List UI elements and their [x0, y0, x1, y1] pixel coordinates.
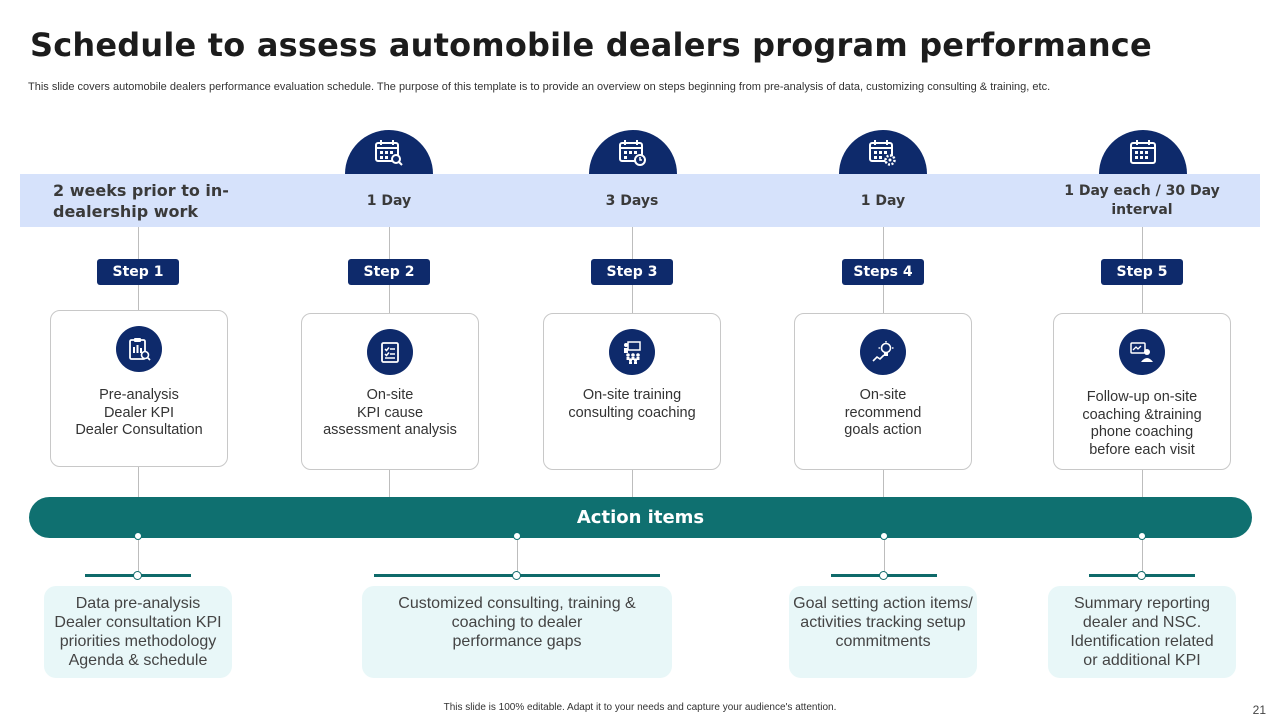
- connector-line: [517, 540, 518, 573]
- connector-dot: [512, 571, 521, 580]
- lightbulb-growth-icon: [860, 329, 906, 375]
- step-card-4: On-site recommend goals action: [794, 313, 972, 470]
- connector-line: [138, 540, 139, 573]
- connector-dot: [513, 532, 521, 540]
- duration-4: 1 Day each / 30 Day interval: [1064, 183, 1220, 218]
- dome-3: [839, 130, 927, 174]
- page-title: Schedule to assess automobile dealers pr…: [30, 26, 1152, 64]
- connector-line: [1142, 540, 1143, 573]
- page-subtitle: This slide covers automobile dealers per…: [28, 81, 1051, 93]
- document-checklist-icon: [367, 329, 413, 375]
- step-card-text-3: On-site training consulting coaching: [568, 387, 696, 421]
- step-label-3: Step 3: [591, 259, 673, 285]
- footer-note: This slide is 100% editable. Adapt it to…: [443, 702, 837, 713]
- step-card-5: Follow-up on-site coaching &training pho…: [1053, 313, 1231, 470]
- connector-dot: [879, 571, 888, 580]
- duration-2: 3 Days: [605, 193, 659, 209]
- connector-dot: [1137, 571, 1146, 580]
- step-label-1: Step 1: [97, 259, 179, 285]
- dome-4: [1099, 130, 1187, 174]
- connector-line: [884, 540, 885, 573]
- action-item-4: Summary reporting dealer and NSC. Identi…: [1048, 586, 1236, 678]
- step-label-5: Step 5: [1101, 259, 1183, 285]
- dome-2: [589, 130, 677, 174]
- band-lead: 2 weeks prior to in-dealership work: [53, 181, 229, 221]
- dome-1: [345, 130, 433, 174]
- action-item-2: Customized consulting, training & coachi…: [362, 586, 672, 678]
- connector-dot: [1138, 532, 1146, 540]
- step-card-text-2: On-site KPI cause assessment analysis: [323, 387, 457, 438]
- step-label-2: Step 2: [348, 259, 430, 285]
- duration-1: 1 Day: [366, 193, 412, 209]
- calendar-search-icon: [375, 140, 403, 166]
- clipboard-chart-search-icon: [116, 326, 162, 372]
- step-card-text-5: Follow-up on-site coaching &training pho…: [1082, 389, 1202, 458]
- step-card-3: On-site training consulting coaching: [543, 313, 721, 470]
- duration-3: 1 Day: [860, 193, 906, 209]
- page-number: 21: [1252, 703, 1266, 717]
- action-item-3: Goal setting action items/ activities tr…: [789, 586, 977, 678]
- connector-dot: [134, 532, 142, 540]
- step-card-2: On-site KPI cause assessment analysis: [301, 313, 479, 470]
- presentation-audience-icon: [609, 329, 655, 375]
- video-call-coaching-icon: [1119, 329, 1165, 375]
- step-card-text-4: On-site recommend goals action: [844, 387, 922, 438]
- action-items-bar: Action items: [29, 497, 1252, 538]
- step-label-4: Steps 4: [842, 259, 924, 285]
- connector-dot: [133, 571, 142, 580]
- step-card-text-1: Pre-analysis Dealer KPI Dealer Consultat…: [75, 387, 203, 438]
- action-item-1: Data pre-analysis Dealer consultation KP…: [44, 586, 232, 678]
- calendar-clock-icon: [619, 140, 646, 166]
- step-card-1: Pre-analysis Dealer KPI Dealer Consultat…: [50, 310, 228, 467]
- calendar-gear-icon: [869, 140, 896, 166]
- connector-dot: [880, 532, 888, 540]
- timeline-band: [20, 174, 1260, 227]
- calendar-grid-icon: [1130, 140, 1156, 164]
